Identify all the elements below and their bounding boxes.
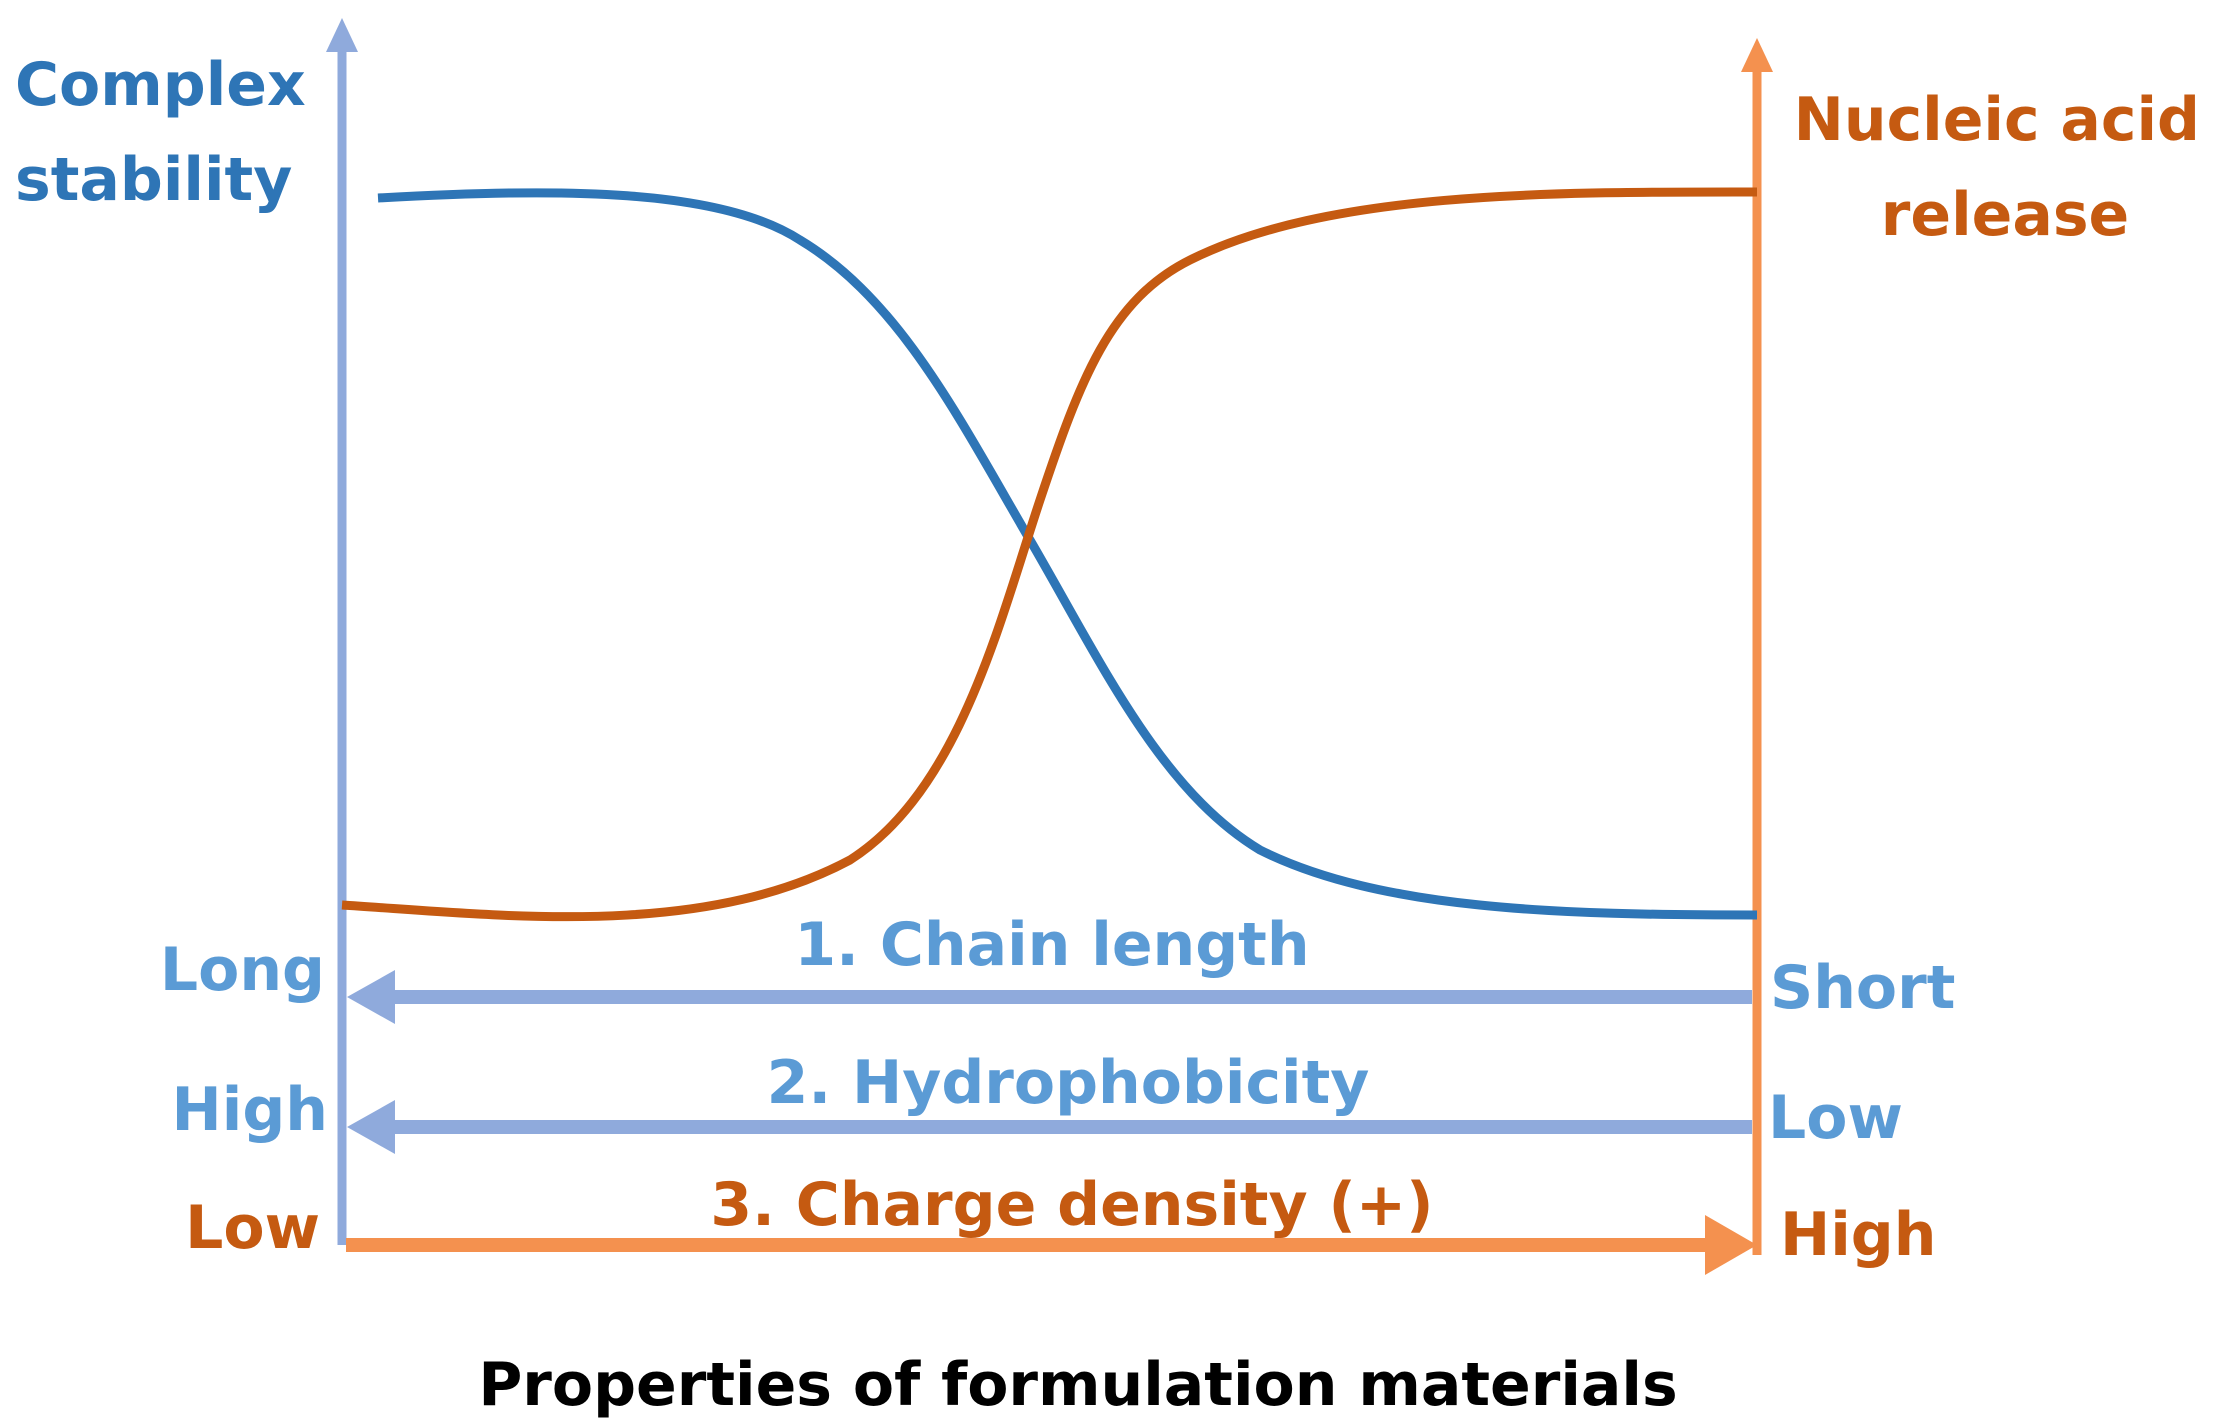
charge-density-left: Low (185, 1193, 320, 1263)
chain-length-label: 1. Chain length (794, 910, 1309, 980)
chain-length-right: Short (1770, 953, 1955, 1023)
chain-length-arrowhead (347, 970, 395, 1024)
caption: Properties of formulation materials (478, 1350, 1677, 1420)
hydrophobicity-label: 2. Hydrophobicity (767, 1048, 1370, 1118)
left-axis-label-line2: stability (15, 145, 292, 215)
right-axis (1741, 38, 1773, 1255)
complex-stability-curve (377, 188, 1758, 920)
hydrophobicity-right: Low (1768, 1083, 1903, 1153)
charge-density-label: 3. Charge density (+) (710, 1170, 1433, 1240)
chain-length-left: Long (160, 935, 325, 1005)
right-axis-label-line2: release (1881, 180, 2129, 250)
charge-density-arrow (346, 1215, 1757, 1275)
left-axis (326, 18, 358, 1245)
right-axis-arrowhead (1741, 38, 1773, 72)
right-axis-label-line1: Nucleic acid (1794, 85, 2200, 155)
charge-density-arrowhead (1705, 1215, 1757, 1275)
charge-density-right: High (1780, 1200, 1936, 1270)
chain-length-arrow (347, 970, 1752, 1024)
nucleic-acid-release-curve (341, 187, 1758, 922)
hydrophobicity-arrowhead (347, 1100, 395, 1154)
left-axis-label-line1: Complex (15, 50, 306, 120)
hydrophobicity-left: High (172, 1075, 328, 1145)
hydrophobicity-arrow (347, 1100, 1752, 1154)
left-axis-arrowhead (326, 18, 358, 52)
